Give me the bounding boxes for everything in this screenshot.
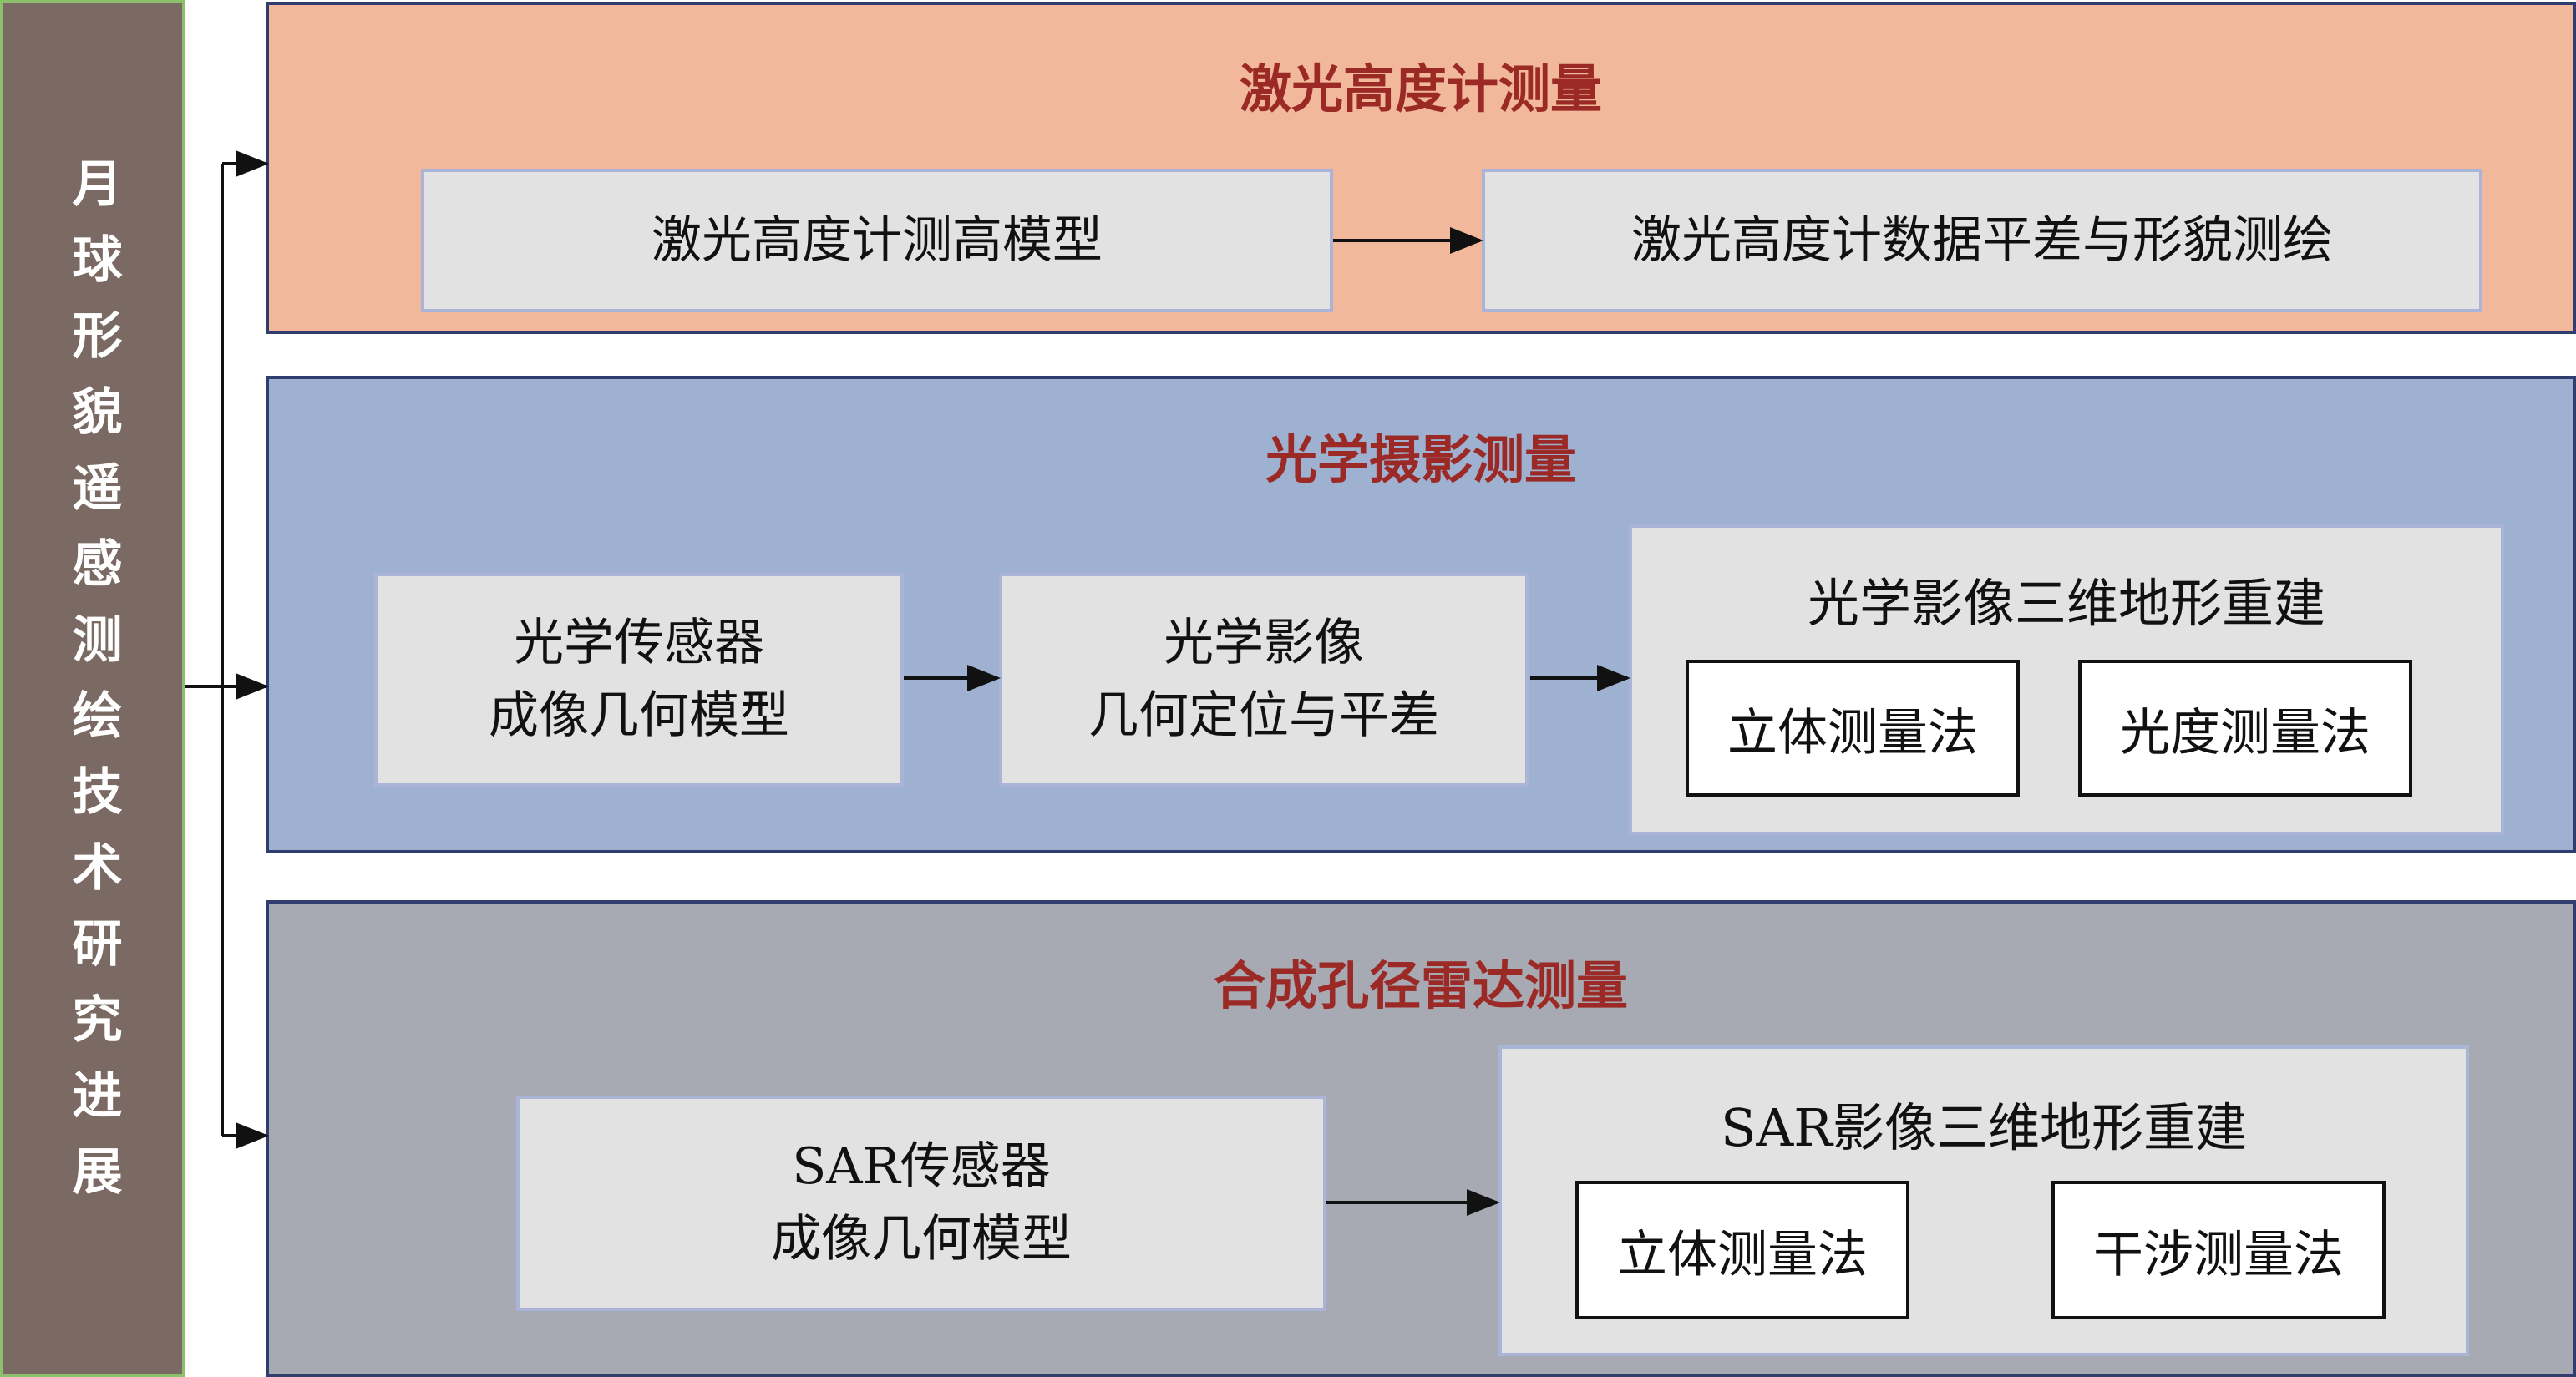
method-label: 光度测量法 — [2120, 703, 2371, 762]
box-laser-adjustment-mapping: 激光高度计数据平差与形貌测绘 — [1482, 169, 2482, 312]
box-label: 激光高度计测高模型 — [652, 210, 1103, 270]
box-label-line1: SAR传感器 — [792, 1137, 1051, 1196]
box-label-line1: 光学传感器 — [514, 614, 764, 672]
method-label: 干涉测量法 — [2093, 1225, 2344, 1284]
section-title-optical: 光学摄影测量 — [1265, 429, 1576, 490]
topic-title: 月球形貌遥感测绘技术研究进展 — [63, 156, 122, 1221]
box-sar-sensor-model: SAR传感器 成像几何模型 — [516, 1096, 1326, 1311]
method-label: 立体测量法 — [1727, 703, 1978, 762]
section-title-sar: 合成孔径雷达测量 — [1213, 955, 1628, 1016]
method-stereo-sar: 立体测量法 — [1575, 1181, 1909, 1319]
topic-title-bar: 月球形貌遥感测绘技术研究进展 — [0, 0, 185, 1377]
box-laser-height-model: 激光高度计测高模型 — [421, 169, 1333, 312]
box-label: 激光高度计数据平差与形貌测绘 — [1631, 210, 2333, 270]
section-title-laser: 激光高度计测量 — [1239, 58, 1602, 119]
box-label-line2: 几何定位与平差 — [1088, 686, 1439, 745]
reconstruction-title: SAR影像三维地形重建 — [1721, 1097, 2247, 1158]
method-stereo-optical: 立体测量法 — [1686, 660, 2020, 797]
box-label-line2: 成像几何模型 — [771, 1210, 1072, 1268]
method-photometric: 光度测量法 — [2078, 660, 2412, 797]
box-optical-positioning: 光学影像 几何定位与平差 — [999, 573, 1529, 787]
reconstruction-title: 光学影像三维地形重建 — [1807, 573, 2325, 634]
method-interferometric: 干涉测量法 — [2051, 1181, 2386, 1319]
box-label-line1: 光学影像 — [1164, 614, 1364, 672]
box-optical-sensor-model: 光学传感器 成像几何模型 — [374, 573, 904, 787]
box-label-line2: 成像几何模型 — [489, 686, 789, 745]
method-label: 立体测量法 — [1617, 1225, 1868, 1284]
